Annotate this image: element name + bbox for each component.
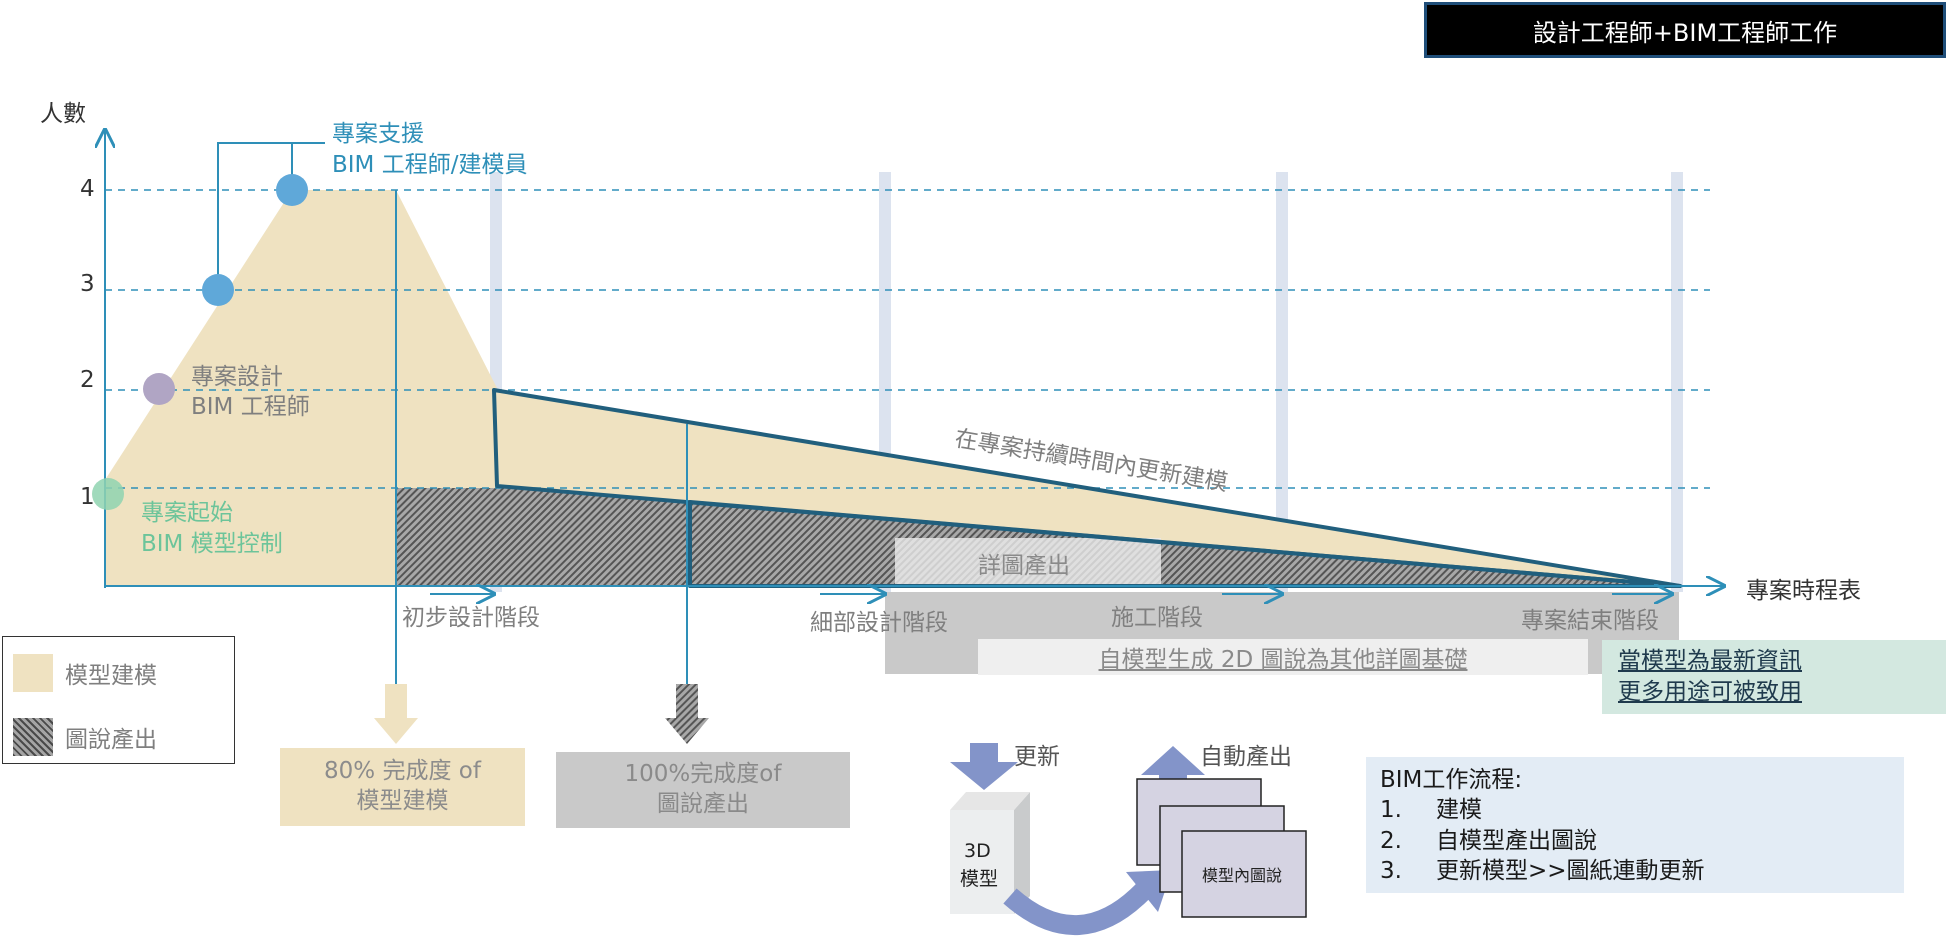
arrow-to-100 [665, 684, 709, 744]
phase-bar-closing [1671, 172, 1683, 592]
workflow-step-2: 2. 自模型產出圖說 [1380, 826, 1890, 856]
milestone-support-subtitle: BIM 工程師/建模員 [332, 152, 528, 178]
completion-100-line1: 100%完成度of [624, 761, 782, 788]
update-down-arrow [950, 743, 1018, 790]
legend: 模型建模 圖說產出 [2, 636, 235, 764]
drawing-area-preliminary [396, 488, 498, 586]
workflow-box: BIM工作流程: 1. 建模 2. 自模型產出圖說 3. 更新模型>>圖紙連動更新 [1366, 757, 1904, 893]
support-bracket [217, 142, 325, 290]
phase-preliminary-label: 初步設計階段 [402, 605, 540, 631]
milestone-support-title: 專案支援 [332, 121, 424, 147]
latest-info-box: 當模型為最新資訊 更多用途可被致用 [1602, 640, 1946, 714]
phase-detailed-label: 細部設計階段 [810, 610, 948, 636]
model-cube-label-2: 模型 [960, 868, 999, 890]
workflow-step-2-num: 2. [1380, 827, 1402, 854]
model-cube-top [950, 792, 1030, 810]
latest-info-line1: 當模型為最新資訊 [1618, 647, 1802, 674]
phase-bar-construction [1276, 172, 1288, 592]
completion-100-line2: 圖說產出 [657, 791, 749, 817]
arrow-to-80 [374, 684, 418, 744]
workflow-step-1-num: 1. [1380, 797, 1402, 824]
y-tick-1: 1 [80, 484, 95, 510]
milestone-design-subtitle: BIM 工程師 [191, 394, 310, 420]
update-label: 更新 [1014, 744, 1060, 770]
milestone-design [143, 373, 175, 405]
model-cube-label-1: 3D [964, 840, 991, 862]
generate-2d-bar: 自模型生成 2D 圖說為其他詳圖基礎 [978, 639, 1588, 675]
milestone-start-title: 專案起始 [141, 500, 233, 526]
latest-info-line2: 更多用途可被致用 [1618, 679, 1802, 705]
model-cube-front [950, 810, 1014, 914]
workflow-step-3-num: 3. [1380, 858, 1402, 885]
milestone-support-4 [276, 174, 308, 206]
workflow-step-2-text: 自模型產出圖說 [1436, 827, 1597, 854]
milestone-design-title: 專案設計 [191, 364, 283, 390]
milestone-support-3 [202, 274, 234, 306]
phase-closing-label: 專案結束階段 [1521, 608, 1659, 634]
auto-output-label: 自動產出 [1200, 744, 1292, 770]
detail-drawing-highlight [895, 538, 1161, 584]
y-tick-2: 2 [80, 367, 95, 393]
header-title: 設計工程師+BIM工程師工作 [1424, 2, 1946, 58]
model-cube-side [1014, 792, 1030, 914]
phase-construction-label: 施工階段 [1111, 605, 1203, 631]
legend-label-drawing: 圖說產出 [65, 727, 157, 753]
milestone-start [92, 478, 124, 510]
legend-swatch-model [13, 654, 53, 692]
workflow-title: BIM工作流程: [1380, 767, 1523, 793]
workflow-step-1-text: 建模 [1436, 797, 1482, 824]
cycle-arrow [1003, 881, 1154, 935]
sheet-3 [1181, 830, 1307, 918]
detail-drawing-label: 詳圖產出 [978, 553, 1070, 579]
sheet-label: 模型內圖說 [1202, 866, 1283, 885]
workflow-step-3: 3. 更新模型>>圖紙連動更新 [1380, 856, 1890, 886]
auto-up-arrow [1141, 746, 1205, 796]
legend-item-model: 模型建模 [13, 654, 157, 692]
legend-item-drawing: 圖說產出 [13, 718, 157, 756]
legend-label-model: 模型建模 [65, 663, 157, 689]
x-axis-label: 專案時程表 [1746, 578, 1861, 604]
legend-swatch-drawing [13, 718, 53, 756]
y-tick-3: 3 [80, 271, 95, 297]
y-axis-label: 人數 [40, 101, 86, 127]
completion-80-line2: 模型建模 [356, 788, 449, 814]
completion-100-box: 100%完成度of 圖說產出 [556, 752, 850, 828]
milestone-start-subtitle: BIM 模型控制 [141, 531, 283, 557]
completion-80-line1: 80% 完成度 of [324, 758, 481, 785]
y-tick-4: 4 [80, 176, 95, 202]
workflow-step-1: 1. 建模 [1380, 795, 1890, 825]
workflow-step-3-text: 更新模型>>圖紙連動更新 [1436, 858, 1705, 885]
completion-80-box: 80% 完成度 of 模型建模 [280, 748, 525, 826]
